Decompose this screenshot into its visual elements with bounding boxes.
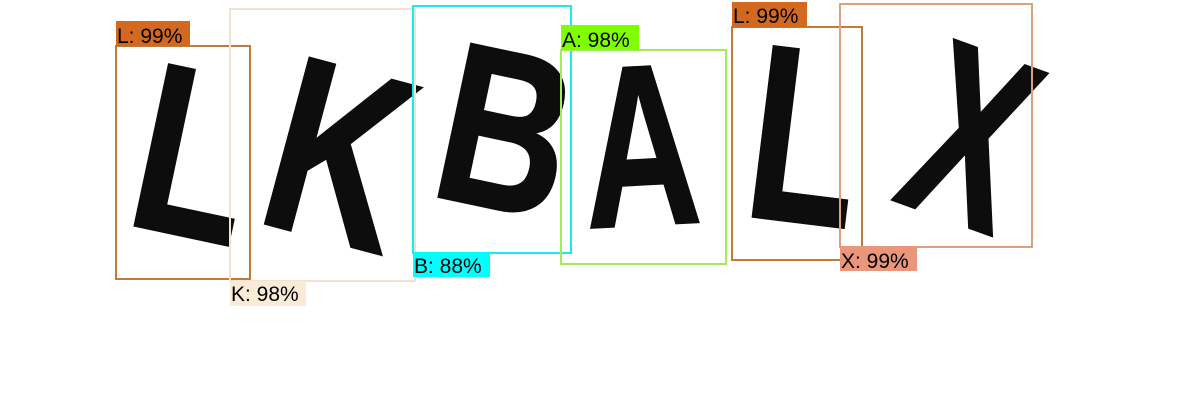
detection-box-3	[412, 5, 572, 254]
tag-label: L: 99%	[733, 5, 798, 28]
tag-background	[561, 25, 639, 50]
tag-background	[116, 21, 190, 46]
detection-box-6	[839, 3, 1033, 248]
detection-tag-1: L: 99%	[116, 21, 190, 48]
detection-box-4	[560, 49, 727, 265]
tag-label: K: 98%	[231, 283, 299, 306]
detection-tag-4: A: 98%	[561, 25, 639, 52]
tag-background	[230, 281, 306, 306]
tag-label: B: 88%	[414, 255, 482, 278]
tag-label: A: 98%	[562, 29, 630, 52]
tag-label: X: 99%	[841, 250, 909, 273]
captcha-letter-4: A	[576, 15, 706, 278]
tag-background	[732, 2, 807, 27]
detection-tag-3: B: 88%	[413, 252, 490, 278]
tag-background	[840, 246, 917, 271]
captcha-letter-5: L	[734, 0, 877, 282]
detection-tags: L: 99% K: 98% B: 88% A: 98% L: 99% X: 99…	[116, 2, 917, 306]
detection-box-2	[229, 8, 416, 282]
tag-background	[413, 252, 490, 277]
captcha-letter-6: X	[872, 0, 1071, 287]
detection-tag-2: K: 98%	[230, 281, 306, 306]
detection-tag-5: L: 99%	[732, 2, 807, 28]
tag-label: L: 99%	[117, 25, 182, 48]
detection-tag-6: X: 99%	[840, 246, 917, 273]
detection-boxes	[115, 3, 1033, 282]
